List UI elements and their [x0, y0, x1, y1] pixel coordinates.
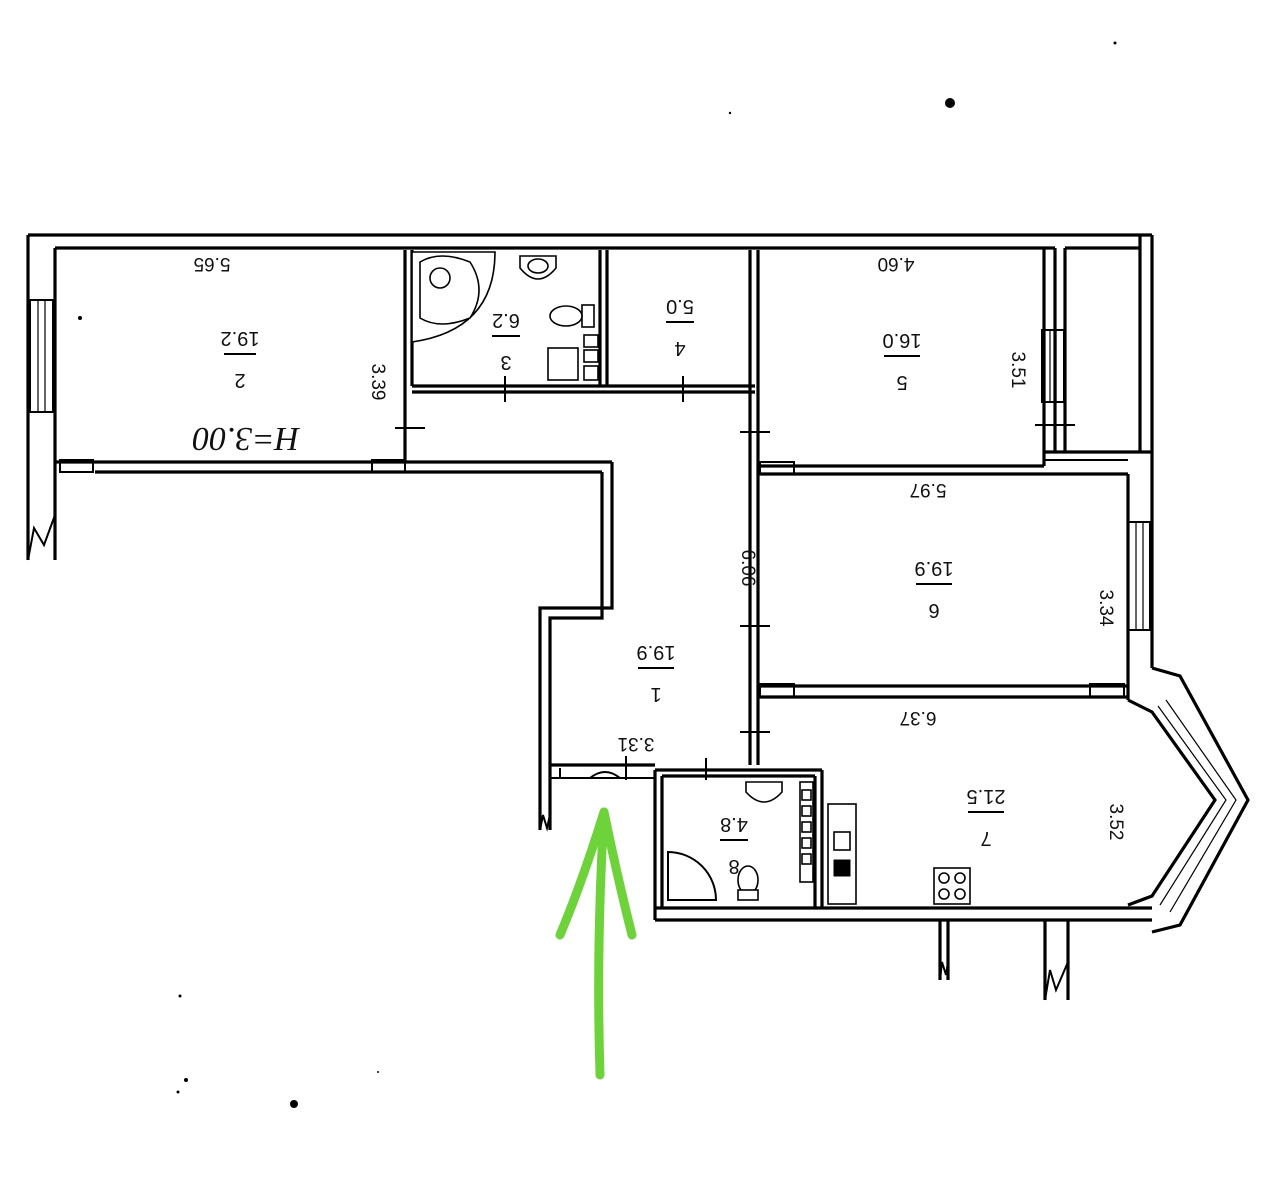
- room-label-2: 2 19.2: [221, 327, 260, 391]
- dim-room6-depth: 3.34: [1095, 590, 1116, 627]
- entrance-arrow-icon: [555, 807, 637, 1080]
- dim-room6-width: 5.97: [910, 479, 947, 500]
- room-area: 21.5: [967, 785, 1006, 807]
- room-number: 5: [896, 371, 907, 393]
- scan-specks: [78, 41, 1117, 1108]
- toilet-icon-bath: [737, 865, 759, 901]
- room-area: 19.2: [221, 327, 260, 349]
- room-area: 5.0: [666, 295, 694, 317]
- door-ticks: [395, 376, 1075, 780]
- room-labels: 2 19.2 3 6.2 4 5.0 5 16.0 6 19.9 1 19.9: [221, 295, 1006, 877]
- dim-hall-width: 3.31: [618, 733, 655, 754]
- room-number: 4: [674, 337, 685, 359]
- room-number: 6: [928, 599, 939, 621]
- dim-room5-depth: 3.51: [1007, 352, 1028, 389]
- room-label-7: 7 21.5: [967, 785, 1006, 849]
- bathtub-icon: [411, 251, 496, 343]
- radiator-icon: [799, 781, 814, 883]
- room-label-1: 1 19.9: [637, 641, 676, 705]
- shower-icon: [667, 850, 718, 901]
- room-area: 19.9: [637, 641, 676, 663]
- dim-room7-depth: 3.52: [1105, 804, 1126, 841]
- room-number: 7: [980, 827, 991, 849]
- walls: [26, 233, 1250, 1001]
- washing-machine-icon: [547, 334, 599, 381]
- room-area: 4.8: [720, 813, 748, 835]
- room-number: 1: [650, 683, 661, 705]
- room-number: 3: [500, 351, 511, 373]
- sink-icon-bath: [745, 781, 783, 803]
- toilet-icon: [549, 304, 595, 328]
- ceiling-height-label: H=3.00: [193, 420, 301, 457]
- room-label-8: 8 4.8: [720, 813, 748, 877]
- kitchen-sink-icon: [827, 803, 857, 905]
- stove-icon: [933, 867, 971, 905]
- room-area: 19.9: [915, 557, 954, 579]
- dim-room2-width: 5.65: [194, 253, 231, 274]
- room-area: 16.0: [883, 329, 922, 351]
- sink-icon: [519, 255, 557, 280]
- room-label-6: 6 19.9: [915, 557, 954, 621]
- dim-hall-length: 6.06: [737, 550, 758, 587]
- room-area: 6.2: [492, 309, 520, 331]
- fixtures: [411, 251, 971, 905]
- room-label-4: 4 5.0: [666, 295, 694, 359]
- room-number: 2: [234, 369, 245, 391]
- room-number: 8: [728, 855, 739, 877]
- dim-room2-depth: 3.39: [367, 364, 388, 401]
- room-label-5: 5 16.0: [883, 329, 922, 393]
- dimension-labels: 5.65 3.39 4.60 3.51 5.97 3.34 6.06 3.31 …: [194, 253, 1126, 840]
- dim-room7-width: 6.37: [900, 707, 937, 728]
- room-label-3: 3 6.2: [492, 309, 520, 373]
- dim-room5-width: 4.60: [878, 253, 915, 274]
